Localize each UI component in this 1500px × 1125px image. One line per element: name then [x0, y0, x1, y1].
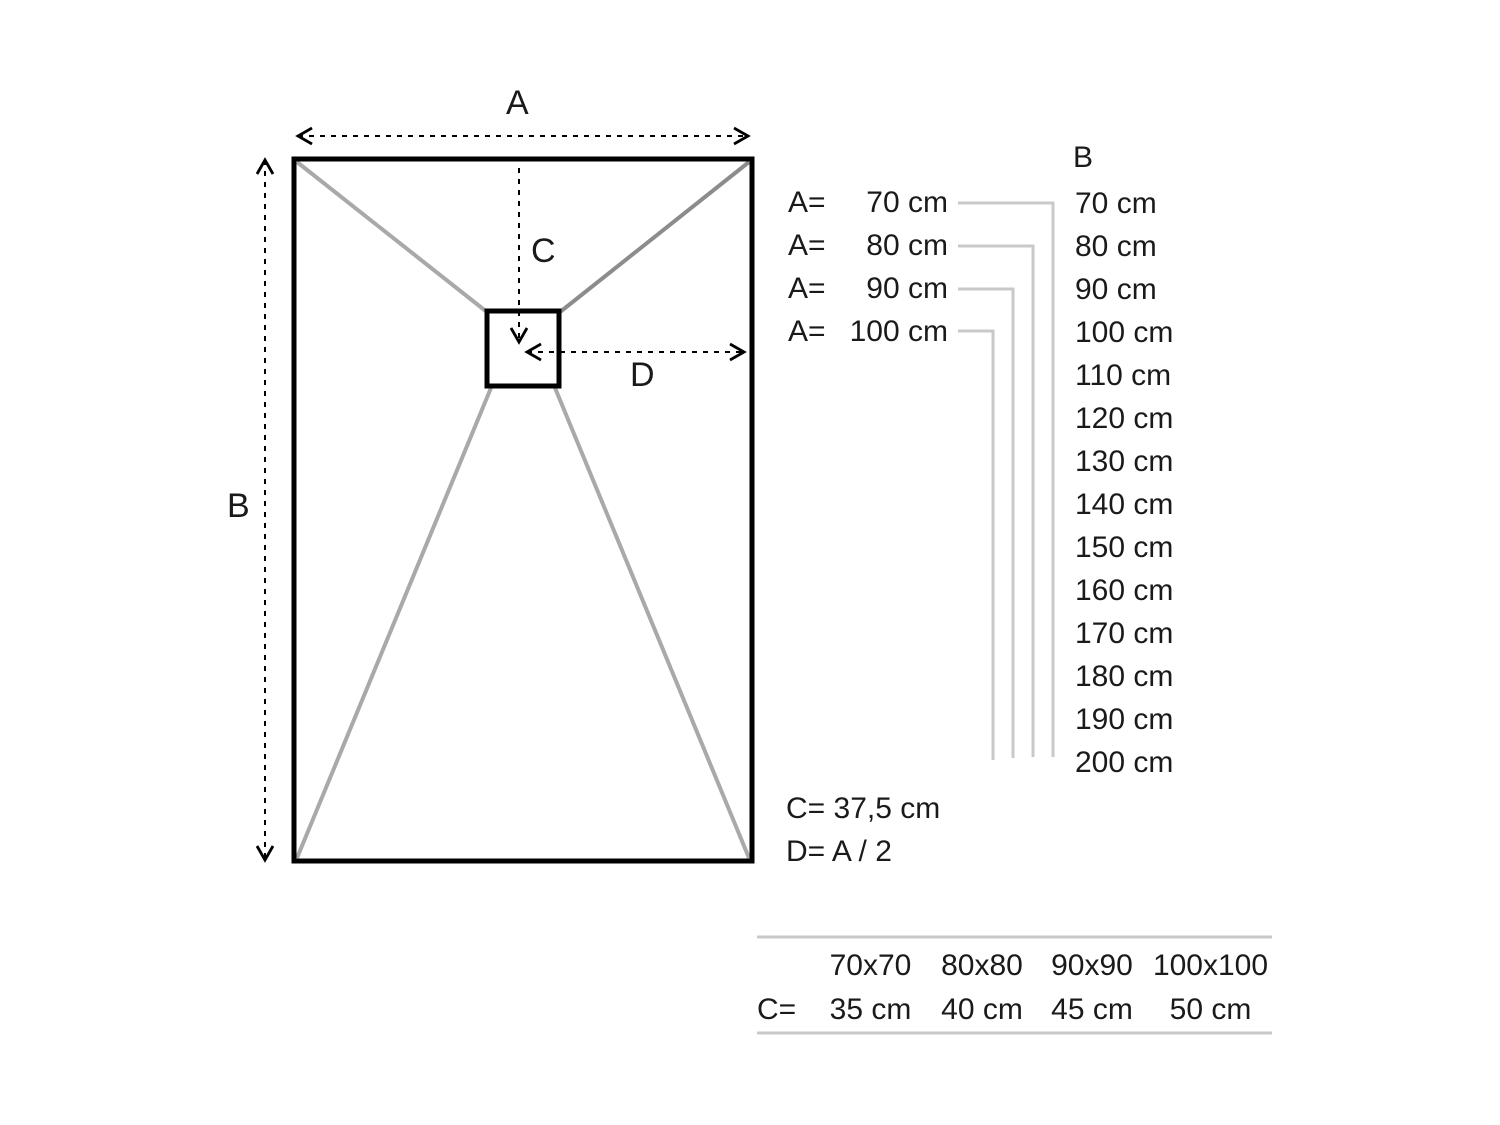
connector-a100 [958, 329, 995, 760]
slope-line-bottom-left [295, 382, 495, 859]
b-value: 110 cm [1075, 359, 1172, 392]
size-table-value-row: C= 35 cm 40 cm 45 cm 50 cm [757, 988, 1273, 1032]
size-table-value: 50 cm [1169, 993, 1252, 1026]
dim-label-b: B [227, 487, 250, 525]
slope-line-top-right [553, 160, 751, 318]
d-formula-note: D= A / 2 [786, 835, 892, 868]
b-value: 140 cm [1075, 488, 1174, 521]
size-table-header: 90x90 [1051, 949, 1133, 982]
a-value-row: A= 80 cm [788, 224, 948, 267]
a-value-row: A= 90 cm [788, 267, 948, 310]
b-value: 120 cm [1075, 402, 1174, 435]
size-table-header: 100x100 [1152, 949, 1269, 982]
b-value: 170 cm [1075, 617, 1174, 650]
size-table-header: 80x80 [941, 949, 1023, 982]
a-values-list: A= 70 cm A= 80 cm A= 90 cm A= 100 cm [788, 181, 948, 353]
size-table-rules [757, 935, 1272, 1035]
tray-outline [291, 156, 755, 864]
a-value-row: A= 70 cm [788, 181, 948, 224]
connector-a90 [958, 287, 1015, 758]
slope-line-top-left [295, 160, 494, 318]
a-row-label: A= [788, 229, 826, 262]
size-table-value: 35 cm [829, 993, 912, 1026]
a-b-connectors [958, 201, 1055, 760]
b-value: 70 cm [1075, 187, 1157, 220]
dim-label-d: D [630, 356, 655, 394]
size-table-value: 40 cm [941, 993, 1023, 1026]
b-value: 180 cm [1075, 660, 1174, 693]
b-value: 130 cm [1075, 445, 1174, 478]
a-row-label: A= [788, 315, 826, 348]
b-value: 100 cm [1075, 316, 1174, 349]
connector-a80 [958, 244, 1035, 757]
b-column-header: B [1073, 141, 1094, 174]
b-values-list: 70 cm 80 cm 90 cm 100 cm 110 cm 120 cm 1… [1075, 182, 1173, 784]
size-table-value: 45 cm [1051, 993, 1133, 1026]
a-row-value: 80 cm [866, 229, 948, 262]
slope-line-bottom-right [551, 382, 751, 859]
slope-lines [295, 160, 751, 859]
size-table-header-row: 70x70 80x80 90x90 100x100 [757, 944, 1273, 988]
a-row-value: 70 cm [866, 186, 948, 219]
a-value-row: A= 100 cm [788, 310, 948, 353]
size-table-row-label: C= [757, 993, 797, 1026]
size-table-corner-cell [757, 944, 813, 988]
b-value: 160 cm [1075, 574, 1174, 607]
b-value: 90 cm [1075, 273, 1157, 306]
square-size-table: 70x70 80x80 90x90 100x100 C= 35 cm 40 cm… [757, 944, 1273, 1032]
dim-label-a: A [506, 84, 529, 122]
b-value: 190 cm [1075, 703, 1174, 736]
a-row-value: 100 cm [849, 315, 948, 348]
b-value: 200 cm [1075, 746, 1174, 779]
b-value: 150 cm [1075, 531, 1174, 564]
connector-a70 [958, 201, 1055, 757]
c-formula-note: C= 37,5 cm [786, 792, 941, 825]
a-row-value: 90 cm [866, 272, 948, 305]
a-row-label: A= [788, 186, 826, 219]
b-value: 80 cm [1075, 230, 1157, 263]
drain-square [484, 308, 562, 389]
dim-label-c: C [531, 232, 556, 270]
size-table-header: 70x70 [829, 949, 912, 982]
a-row-label: A= [788, 272, 826, 305]
